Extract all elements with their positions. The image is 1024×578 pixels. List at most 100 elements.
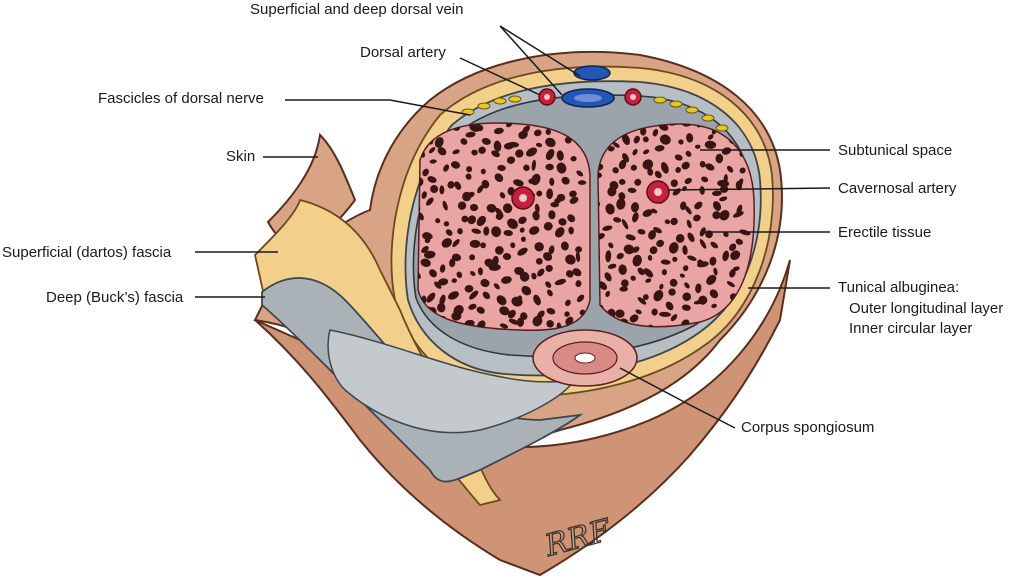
erectile-sinusoid [656,239,665,247]
labels: Superficial and deep dorsal vein Dorsal … [2,1,1003,436]
leader-nerve [285,99,471,116]
erectile-sinusoid [607,146,615,152]
erectile-sinusoid [536,142,543,148]
nerve-fascicle [493,97,507,105]
erectile-sinusoid [735,180,743,191]
erectile-sinusoid [418,212,424,221]
label-cavernosal-artery: Cavernosal artery [838,180,957,197]
erectile-sinusoid [441,238,452,248]
erectile-sinusoid [682,245,688,255]
erectile-sinusoid [598,281,608,290]
erectile-sinusoid [632,148,638,156]
erectile-sinusoid [560,241,569,251]
erectile-sinusoid [478,146,486,154]
erectile-sinusoid [623,244,635,255]
erectile-sinusoid [480,278,490,288]
erectile-sinusoid [707,134,714,140]
erectile-sinusoid [480,168,486,175]
erectile-sinusoid [579,309,586,316]
erectile-sinusoid [642,136,649,143]
erectile-sinusoid [435,218,441,224]
erectile-sinusoid [616,198,626,210]
erectile-sinusoid [468,303,477,310]
erectile-sinusoid [660,259,671,265]
label-erectile-tissue: Erectile tissue [838,224,931,241]
label-dorsal-nerve-fascicles: Fascicles of dorsal nerve [98,90,264,107]
erectile-sinusoid [554,197,561,204]
erectile-sinusoid [517,317,525,327]
erectile-sinusoid [642,294,649,301]
erectile-sinusoid [682,292,692,302]
erectile-sinusoid [548,210,556,220]
erectile-sinusoid [637,267,645,276]
erectile-sinusoid [629,314,639,323]
erectile-sinusoid [493,140,502,152]
erectile-sinusoid [439,185,445,195]
erectile-sinusoid [607,263,617,269]
erectile-sinusoid [632,212,639,223]
erectile-sinusoid [564,136,572,144]
label-bucks-fascia: Deep (Buck’s) fascia [46,289,184,306]
erectile-sinusoid [575,280,582,288]
erectile-sinusoid [445,229,453,236]
erectile-sinusoid [567,214,576,223]
erectile-sinusoid [705,163,715,171]
erectile-sinusoid [712,211,721,220]
erectile-sinusoid [572,268,582,277]
leader-spongiosum [619,367,736,429]
erectile-sinusoid [613,217,622,223]
erectile-sinusoid [554,278,567,286]
erectile-sinusoid [467,191,475,198]
erectile-sinusoid [465,173,472,180]
erectile-sinusoid [637,228,646,235]
erectile-sinusoid [547,289,553,297]
erectile-sinusoid [648,324,657,327]
label-corpus-spongiosum: Corpus spongiosum [741,419,874,436]
erectile-sinusoid [545,128,551,135]
erectile-sinusoid [608,242,614,249]
erectile-sinusoid [695,283,702,294]
erectile-sinusoid [427,176,437,183]
nerve-fascicle [701,114,715,122]
erectile-sinusoid [515,149,524,158]
erectile-sinusoid [452,239,460,247]
erectile-sinusoid [709,256,717,266]
erectile-sinusoid [681,124,693,127]
erectile-sinusoid [421,246,429,254]
erectile-sinusoid [421,191,427,199]
erectile-sinusoid [713,267,718,276]
erectile-sinusoid [621,219,629,230]
erectile-sinusoid [548,245,555,255]
erectile-sinusoid [483,226,490,236]
erectile-sinusoid [518,216,527,225]
leader-vein-deep [499,25,563,96]
erectile-sinusoid [668,242,679,254]
erectile-sinusoid [561,176,570,185]
erectile-sinusoid [694,144,701,149]
erectile-sinusoid [545,137,556,148]
erectile-sinusoid [664,219,671,225]
erectile-sinusoid [577,180,587,185]
erectile-sinusoid [460,138,468,145]
erectile-sinusoid [634,178,642,186]
erectile-sinusoid [711,190,722,197]
erectile-sinusoid [532,210,540,221]
cavernosal-artery-right-lumen [654,188,662,196]
erectile-sinusoid [526,147,538,157]
erectile-sinusoid [598,172,603,179]
erectile-sinusoid [529,226,540,235]
label-dorsal-artery: Dorsal artery [360,44,446,61]
erectile-sinusoid [422,168,429,177]
erectile-sinusoid [564,311,570,317]
erectile-sinusoid [543,222,553,231]
erectile-sinusoid [604,272,612,282]
erectile-sinusoid [471,228,481,234]
erectile-sinusoid [536,190,543,197]
label-dartos-fascia: Superficial (dartos) fascia [2,244,172,261]
erectile-sinusoid [554,227,565,238]
erectile-sinusoid [476,306,485,314]
erectile-sinusoid [546,320,554,328]
erectile-sinusoid [508,318,520,325]
leader-lines [195,25,831,429]
erectile-sinusoid [621,279,629,288]
